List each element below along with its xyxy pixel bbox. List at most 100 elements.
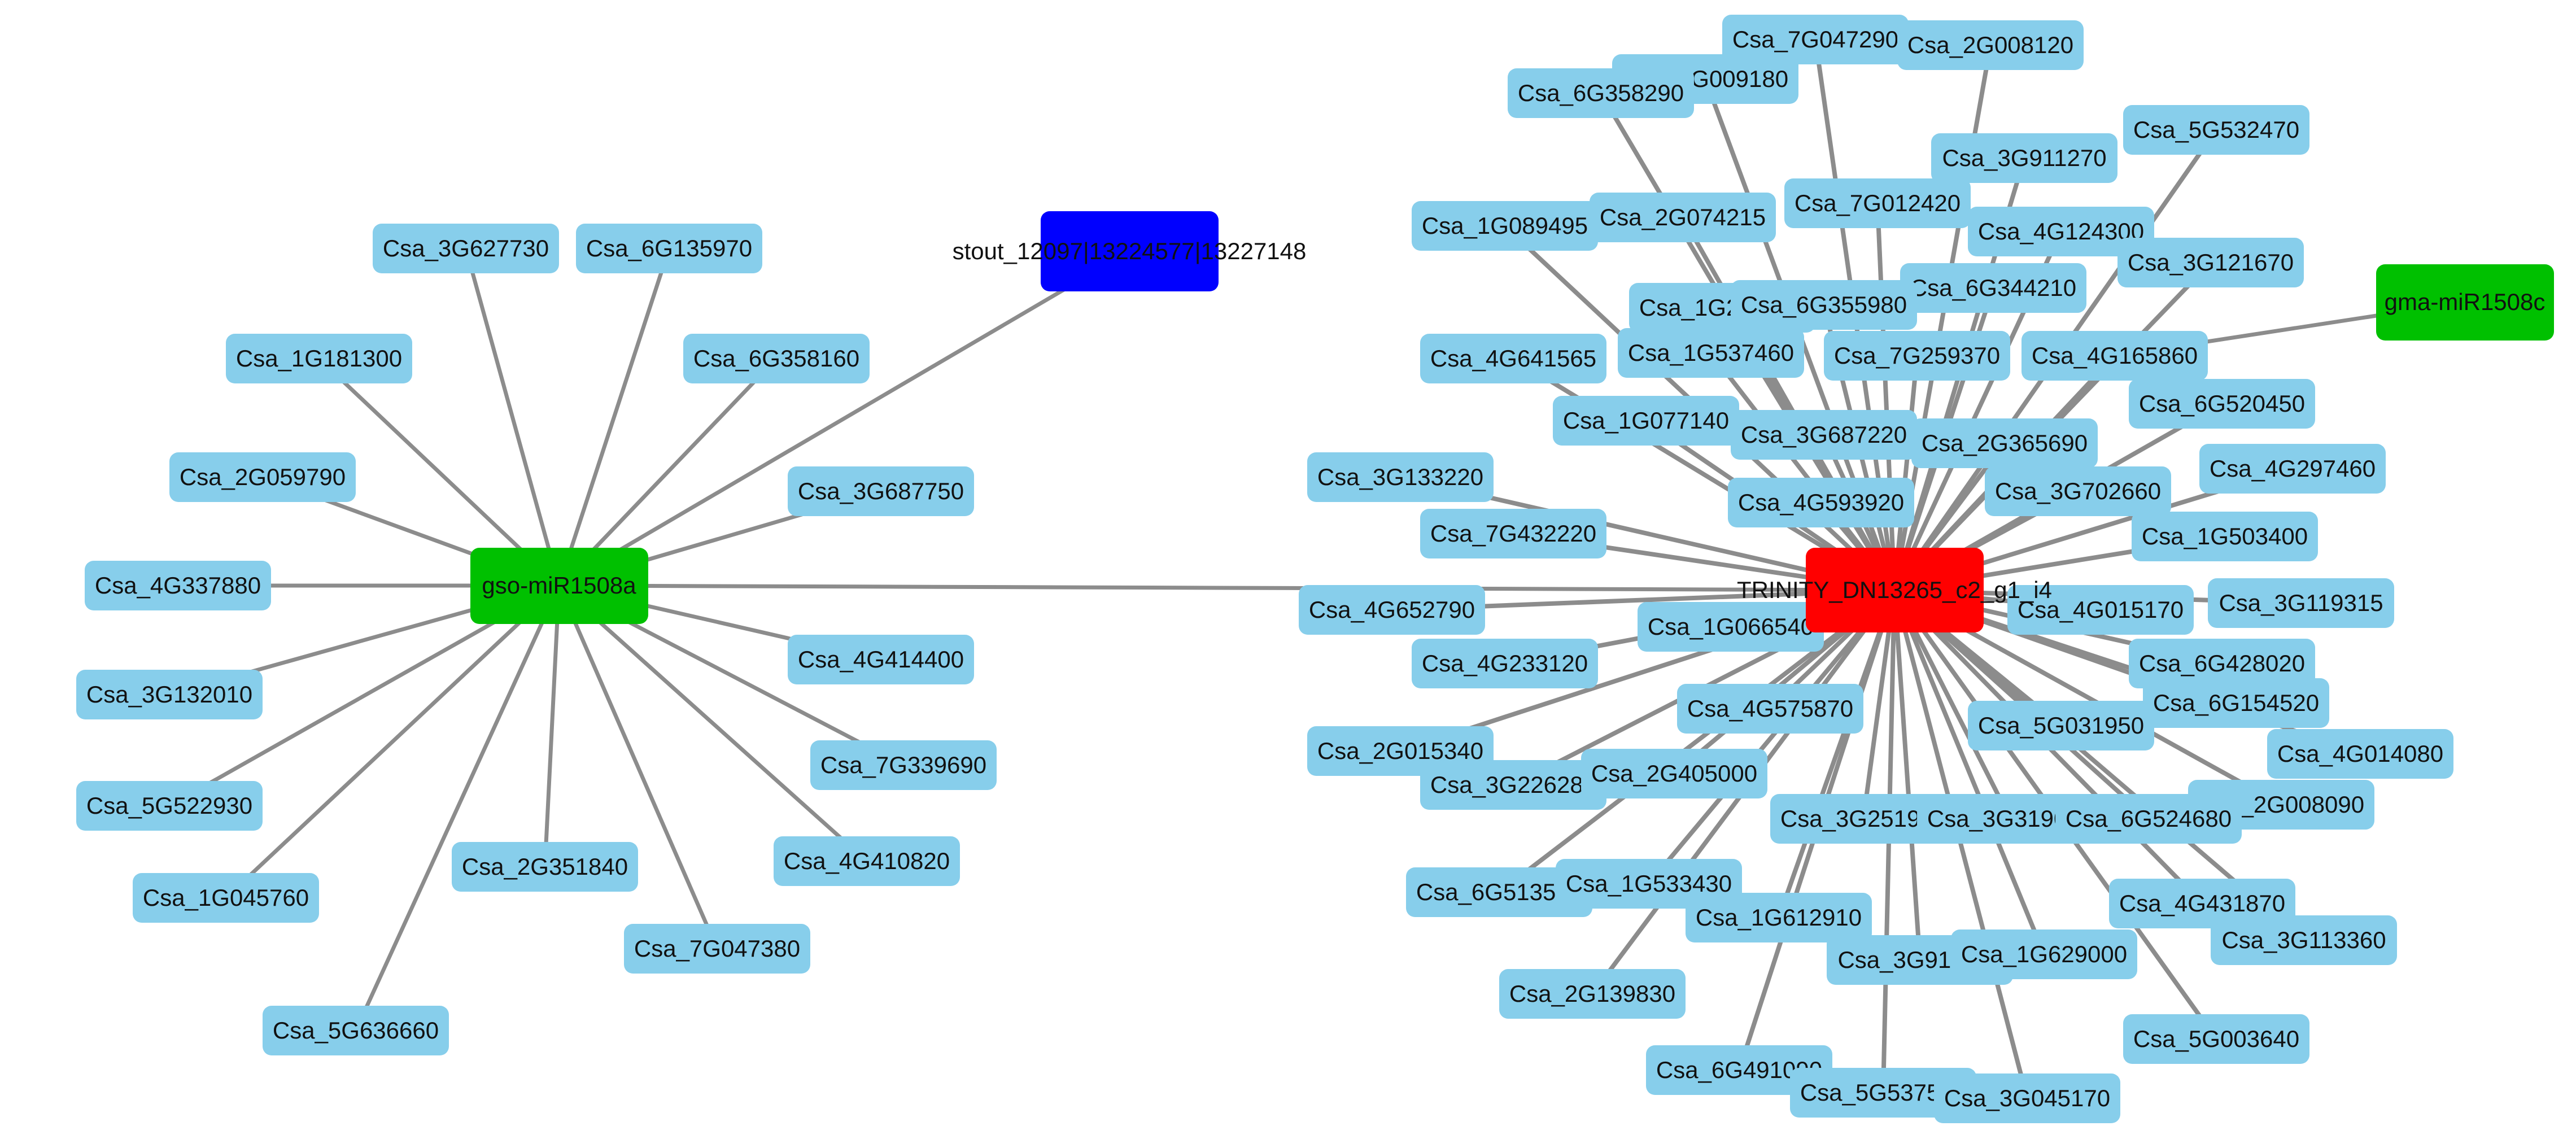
- target-node[interactable]: Csa_4G233120: [1412, 639, 1598, 688]
- target-node-label: Csa_1G612910: [1695, 904, 1862, 931]
- target-node[interactable]: Csa_2G059790: [169, 452, 356, 502]
- target-node-label: Csa_4G337880: [94, 572, 261, 599]
- target-node-label: Csa_6G428020: [2138, 650, 2306, 677]
- target-node-label: Csa_6G358160: [693, 345, 860, 372]
- target-node-label: Csa_6G520450: [2138, 390, 2306, 417]
- target-node[interactable]: Csa_6G358290: [1508, 68, 1694, 118]
- target-node-label: Csa_3G045170: [1944, 1085, 2111, 1111]
- target-node-label: Csa_4G233120: [1421, 650, 1588, 677]
- target-node[interactable]: Csa_4G337880: [85, 561, 271, 610]
- target-node-label: Csa_7G047380: [634, 935, 801, 962]
- target-node[interactable]: Csa_3G702660: [1985, 466, 2171, 516]
- edge-gso-left-0: [464, 248, 561, 586]
- target-node-label: Csa_1G066540: [1647, 613, 1814, 640]
- hub-node-gso[interactable]: gso-miR1508a: [470, 547, 648, 624]
- target-node-label: Csa_6G358290: [1517, 80, 1684, 106]
- target-node[interactable]: Csa_5G522930: [76, 781, 263, 831]
- target-node[interactable]: Csa_4G297460: [2199, 444, 2386, 494]
- target-node-label: Csa_6G135970: [586, 235, 753, 261]
- target-node[interactable]: Csa_2G074215: [1590, 193, 1776, 242]
- target-node[interactable]: Csa_6G135970: [576, 224, 762, 273]
- target-node[interactable]: Csa_4G014080: [2267, 729, 2453, 779]
- target-node[interactable]: Csa_3G119315: [2208, 578, 2394, 628]
- target-node[interactable]: Csa_3G627730: [373, 224, 559, 273]
- target-node[interactable]: Csa_1G537460: [1618, 328, 1804, 378]
- target-node-label: Csa_6G344210: [1910, 274, 2077, 301]
- target-node[interactable]: Csa_5G031950: [1968, 701, 2154, 750]
- target-node[interactable]: Csa_2G008120: [1897, 20, 2084, 70]
- hub-node-gma[interactable]: gma-miR1508c: [2376, 264, 2554, 341]
- target-node[interactable]: Csa_7G432220: [1420, 509, 1606, 558]
- target-node-label: Csa_4G641565: [1430, 345, 1597, 372]
- target-node[interactable]: Csa_1G629000: [1951, 929, 2137, 979]
- target-node[interactable]: Csa_3G113360: [2211, 915, 2397, 965]
- target-node[interactable]: Csa_7G047380: [624, 924, 810, 974]
- target-node[interactable]: Csa_5G636660: [263, 1006, 449, 1055]
- target-node[interactable]: Csa_7G339690: [810, 740, 997, 790]
- target-node[interactable]: Csa_2G365690: [1911, 418, 2098, 468]
- target-node[interactable]: Csa_5G003640: [2123, 1014, 2309, 1064]
- target-node[interactable]: Csa_4G414400: [788, 635, 974, 684]
- target-node[interactable]: Csa_4G641565: [1420, 334, 1606, 383]
- target-node[interactable]: Csa_3G226280: [1420, 760, 1606, 810]
- target-node[interactable]: Csa_3G121670: [2117, 238, 2304, 287]
- edge-trinity-right-50: [1892, 590, 1922, 961]
- target-node[interactable]: Csa_3G911270: [1931, 133, 2117, 183]
- target-node-label: Csa_4G014080: [2277, 740, 2444, 767]
- target-node-label: Csa_3G702660: [1994, 478, 2162, 504]
- target-node[interactable]: Csa_1G077140: [1553, 396, 1739, 446]
- target-node[interactable]: Csa_2G351840: [452, 842, 638, 892]
- target-node[interactable]: Csa_5G532470: [2123, 105, 2309, 155]
- target-node-label: Csa_2G365690: [1921, 430, 2088, 456]
- target-node[interactable]: Csa_6G355980: [1731, 280, 1917, 330]
- target-node[interactable]: Csa_4G410820: [774, 836, 960, 886]
- target-node[interactable]: Csa_4G015170: [2007, 585, 2194, 635]
- target-node-label: Csa_4G414400: [797, 646, 964, 673]
- target-node[interactable]: Csa_6G520450: [2129, 379, 2315, 429]
- target-node[interactable]: Csa_3G687220: [1731, 410, 1917, 460]
- target-node-label: Csa_1G077140: [1562, 407, 1730, 434]
- target-node-label: Csa_5G532470: [2133, 116, 2300, 143]
- target-node-label: Csa_7G339690: [820, 752, 987, 778]
- hub-node-trinity[interactable]: TRINITY_DN13265_c2_g1_i4: [1737, 548, 2052, 632]
- target-node[interactable]: Csa_4G165860: [2021, 331, 2208, 381]
- edge-gso-left-1: [557, 247, 671, 587]
- edge-gso-left-11: [557, 584, 868, 863]
- edge-trinity-right-45: [1497, 588, 1896, 894]
- edge-gso-trinity: [558, 583, 1895, 592]
- target-node-label: Csa_3G113360: [2221, 927, 2386, 953]
- target-node[interactable]: Csa_2G139830: [1499, 969, 1686, 1019]
- target-node[interactable]: Csa_1G066540: [1638, 602, 1824, 652]
- target-node-label: Csa_1G181300: [235, 345, 403, 372]
- target-node[interactable]: Csa_6G154520: [2143, 678, 2329, 728]
- target-node-label: Csa_5G003640: [2133, 1025, 2300, 1052]
- target-node-label: Csa_2G405000: [1591, 760, 1758, 787]
- target-node[interactable]: Csa_3G133220: [1307, 452, 1494, 502]
- target-node[interactable]: Csa_4G575870: [1677, 684, 1863, 734]
- target-node-label: Csa_7G259370: [1833, 342, 2001, 369]
- target-node-label: Csa_1G629000: [1961, 941, 2128, 967]
- target-node[interactable]: Csa_1G181300: [226, 334, 412, 383]
- target-node[interactable]: Csa_1G089495: [1412, 201, 1598, 251]
- hub-node-stout[interactable]: stout_12097|13224577|13227148: [953, 211, 1306, 291]
- target-node[interactable]: Csa_4G593920: [1728, 478, 1914, 527]
- target-node[interactable]: Csa_3G687750: [788, 466, 974, 516]
- target-node-label: Csa_2G059790: [179, 464, 346, 490]
- target-node[interactable]: Csa_2G405000: [1581, 749, 1767, 798]
- target-node[interactable]: Csa_6G358160: [683, 334, 870, 383]
- target-node[interactable]: Csa_7G012420: [1784, 178, 1971, 228]
- target-node[interactable]: Csa_6G524680: [2055, 794, 2242, 844]
- target-node[interactable]: Csa_6G344210: [1900, 263, 2086, 313]
- target-node[interactable]: Csa_3G132010: [76, 670, 263, 719]
- target-node-label: Csa_4G015170: [2017, 596, 2184, 623]
- target-node-label: Csa_4G575870: [1687, 695, 1854, 722]
- target-node[interactable]: Csa_7G259370: [1824, 331, 2010, 381]
- target-node[interactable]: Csa_4G652790: [1299, 585, 1485, 635]
- target-node-label: Csa_3G687220: [1740, 421, 1907, 448]
- target-node[interactable]: Csa_1G045760: [133, 873, 319, 923]
- target-node[interactable]: Csa_3G045170: [1934, 1073, 2120, 1123]
- target-node[interactable]: Csa_1G503400: [2132, 512, 2318, 561]
- edge-gso-left-13: [543, 585, 561, 867]
